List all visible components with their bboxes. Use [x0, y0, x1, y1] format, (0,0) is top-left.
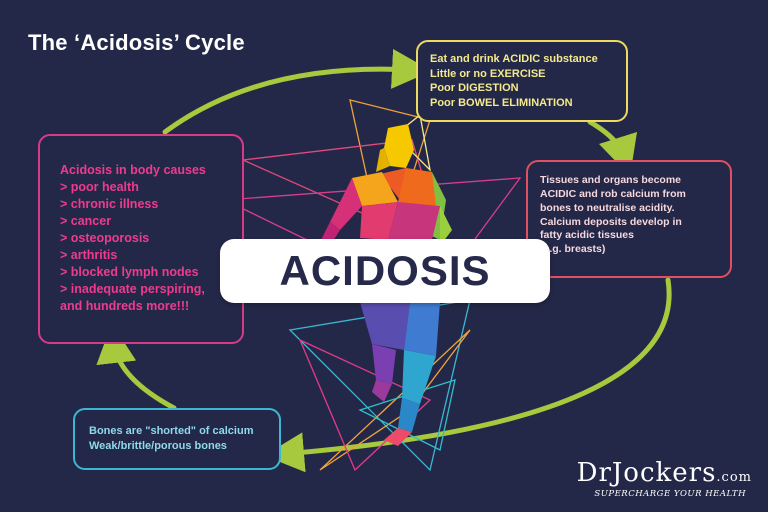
box-line: Bones are "shorted" of calcium — [89, 425, 254, 437]
box-line: ACIDIC and rob calcium from — [540, 187, 686, 200]
cycle-arrow-right-top — [587, 119, 638, 177]
cycle-arrow-left — [96, 323, 177, 411]
logo-wordmark: DrJockers.com — [577, 458, 752, 488]
box-line: Acidosis in body causes — [60, 163, 206, 177]
effect-box-health-problems: Acidosis in body causes > poor health > … — [38, 134, 244, 344]
drjockers-logo: DrJockers.com SUPERCHARGE YOUR HEALTH — [552, 458, 752, 502]
cycle-arrow-right-bottom — [264, 277, 672, 473]
box-line: and hundreds more!!! — [60, 299, 190, 313]
effect-box-tissues-acidic: Tissues and organs become ACIDIC and rob… — [526, 160, 732, 278]
box-line: > poor health — [60, 180, 139, 194]
box-line: Poor DIGESTION — [430, 82, 519, 95]
box-line: (e.g. breasts) — [540, 243, 606, 256]
logo-tagline: SUPERCHARGE YOUR HEALTH — [594, 489, 746, 499]
center-acidosis-label: ACIDOSIS — [220, 239, 550, 303]
logo-suffix: .com — [716, 470, 752, 485]
box-line: > inadequate perspiring, — [60, 282, 205, 296]
box-line: Poor BOWEL ELIMINATION — [430, 96, 573, 109]
box-line: > arthritis — [60, 248, 118, 262]
box-line: Little or no EXERCISE — [430, 67, 546, 80]
logo-main-text: DrJockers — [576, 458, 717, 488]
box-line: Tissues and organs become — [540, 174, 682, 186]
effect-box-bones-calcium: Bones are "shorted" of calcium Weak/brit… — [73, 408, 281, 470]
box-line: Weak/brittle/porous bones — [89, 439, 227, 452]
cause-box-acidic-habits: Eat and drink ACIDIC substance Little or… — [416, 40, 628, 122]
center-acidosis-text: ACIDOSIS — [279, 247, 491, 294]
box-line: Calcium deposits develop in — [540, 215, 682, 228]
box-line: > cancer — [60, 214, 112, 228]
box-line: bones to neutralise acidity. — [540, 201, 675, 214]
cycle-arrow-top — [162, 48, 432, 135]
box-line: fatty acidic tissues — [540, 229, 634, 242]
running-figure-illustration — [318, 124, 452, 446]
diagram-title: The ‘Acidosis’ Cycle — [28, 30, 245, 55]
box-line: > chronic illness — [60, 197, 159, 211]
box-line: > blocked lymph nodes — [60, 265, 199, 279]
box-line: Eat and drink ACIDIC substance — [430, 53, 598, 65]
box-line: > osteoporosis — [60, 231, 150, 245]
